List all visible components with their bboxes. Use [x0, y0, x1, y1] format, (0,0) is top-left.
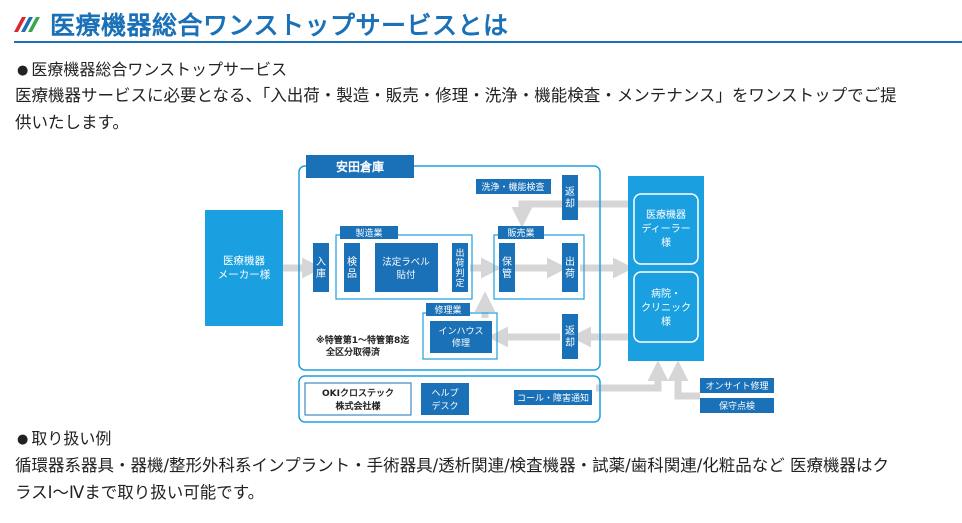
seizogyo-label-box [340, 226, 398, 239]
nyuko-box [313, 243, 329, 292]
section-one-title: 医療機器総合ワンストップサービス [31, 60, 288, 79]
henkyaku-top-box [562, 175, 578, 220]
section-two-heading: ●取り扱い例 [17, 425, 111, 449]
shukka-hantei-char2: 荷 [455, 258, 464, 269]
warehouse-label: 安田倉庫 [336, 159, 384, 174]
henkyaku-top-char1: 返 [565, 186, 575, 198]
hokan-char2: 管 [502, 267, 512, 280]
shukka-char2: 荷 [565, 268, 575, 280]
label-line1: 法定ラベル [382, 256, 430, 268]
kenpin-char1: 検 [347, 255, 357, 268]
warehouse-frame [298, 165, 601, 371]
shukka-hantei-char3: 判 [455, 267, 464, 279]
inhouse-box [430, 321, 492, 353]
help-desk-line1: ヘルプ [431, 388, 458, 399]
section-two-text-line1: 循環器系器具・器機/整形外科系インプラント・手術器具/透析関連/検査機器・試薬/… [15, 456, 890, 475]
dealer-line1: 医療機器 [646, 208, 686, 221]
license-note-line1: ※特管第1～特管第8迄 [316, 334, 409, 346]
inhouse-line2: 修理 [452, 337, 470, 349]
maker-box [205, 210, 283, 326]
label-line2: 貼付 [396, 269, 416, 281]
arrow-help-to-customer [596, 360, 669, 392]
shukka-char1: 出 [565, 255, 575, 268]
section-two-text-line2: ラスⅠ～Ⅳまで取り扱い可能です。 [15, 483, 265, 502]
page-heading: 医療機器総合ワンストップサービスとは [14, 6, 962, 42]
call-label: コール・障害通知 [517, 392, 589, 404]
maker-label-line1: 医療機器 [223, 254, 265, 267]
shukka-hantei-char4: 定 [455, 277, 464, 289]
henkyaku-top-char2: 却 [565, 198, 575, 210]
hospital-line1: 病院・ [651, 287, 681, 300]
henkyaku-bottom-box [562, 314, 578, 359]
bullet-icon: ● [17, 432, 29, 447]
heading-underline [14, 41, 962, 43]
seizogyo-frame [335, 234, 473, 300]
help-desk-box [421, 383, 469, 415]
section-one-text-line1: 医療機器サービスに必要となる、「入出荷・製造・販売・修理・洗浄・機能検査・メンテ… [15, 86, 897, 105]
nyuko-char1: 入 [316, 257, 326, 268]
section-one-text-line2: 供いたします。 [15, 113, 129, 132]
partner-frame [298, 375, 601, 423]
henkyaku-bottom-char2: 却 [565, 337, 575, 349]
dealer-box [633, 193, 699, 265]
help-desk-line2: デスク [431, 400, 458, 412]
bullet-icon: ● [17, 63, 29, 78]
kenpin-char2: 品 [347, 268, 357, 280]
shukka-hantei-box [452, 243, 468, 292]
arrow-onsite-to-customer [667, 360, 700, 400]
kenpin-box [344, 243, 360, 292]
senjo-box [476, 179, 551, 194]
nyuko-char2: 庫 [316, 267, 326, 280]
dealer-line3: 様 [661, 236, 671, 249]
oki-line1: OKIクロステック [322, 388, 394, 399]
onsite-label: オンサイト修理 [705, 380, 768, 392]
dealer-line2: ディーラー [641, 222, 690, 235]
hanbaigyo-label: 販売業 [507, 227, 534, 239]
license-note-line2: 全区分取得済 [325, 346, 381, 358]
shurigyo-label: 修理業 [434, 304, 461, 316]
flow-arrows [283, 200, 700, 400]
shukka-box [562, 243, 578, 292]
onsite-box [700, 378, 774, 393]
hoshu-label: 保守点検 [719, 400, 755, 412]
hokan-box [499, 243, 515, 292]
arrow-return-to-senjo [511, 200, 628, 228]
call-box [514, 390, 592, 405]
section-two-title: 取り扱い例 [31, 429, 112, 448]
section-one-heading: ●医療機器総合ワンストップサービス [17, 56, 287, 80]
oki-box [304, 382, 412, 416]
shurigyo-label-box [426, 303, 470, 316]
inhouse-line1: インハウス [438, 326, 483, 337]
page-title: 医療機器総合ワンストップサービスとは [50, 11, 509, 40]
shukka-hantei-char1: 出 [455, 247, 464, 259]
oki-line2: 株式会社様 [335, 400, 381, 412]
henkyaku-bottom-char1: 返 [565, 325, 575, 337]
hospital-line2: クリニック [641, 302, 691, 314]
senjo-label: 洗浄・機能検査 [481, 181, 544, 193]
hospital-box [633, 271, 699, 343]
warehouse-label-box [306, 155, 414, 178]
hoshu-box [700, 398, 774, 413]
hanbaigyo-label-box [498, 226, 544, 239]
hospital-line3: 様 [661, 315, 671, 328]
hokan-char1: 保 [502, 255, 512, 268]
seizogyo-label: 製造業 [355, 227, 382, 239]
maker-label-line2: メーカー様 [218, 268, 271, 281]
label-box [375, 243, 438, 292]
